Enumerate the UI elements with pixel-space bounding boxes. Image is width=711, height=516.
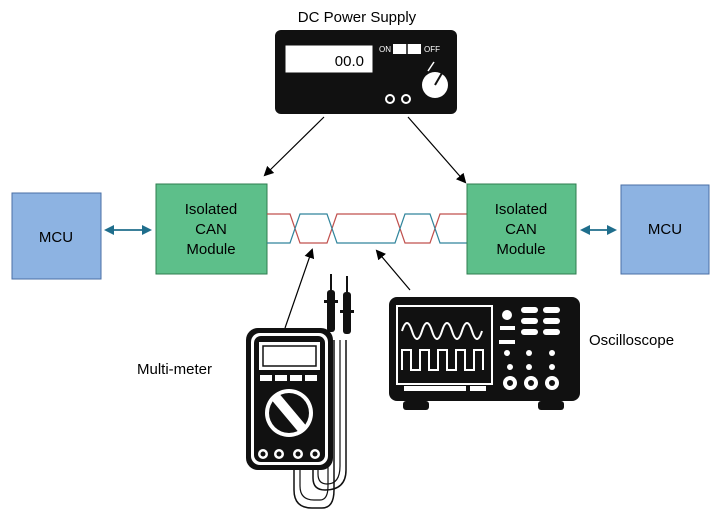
mcu-right: MCU (620, 184, 710, 275)
oscilloscope (389, 297, 580, 410)
oscilloscope-probe-arrow (375, 249, 411, 291)
mcu-right-label: MCU (648, 221, 682, 238)
probe-lead-black-inner (299, 340, 329, 501)
can-bus-blue-line (267, 213, 467, 244)
probe-lead-black (293, 340, 335, 509)
mcu-left-label: MCU (39, 229, 73, 246)
multimeter (246, 274, 354, 509)
can-module-right: Isolated CAN Module (466, 183, 577, 275)
oscilloscope-foot (403, 401, 429, 410)
multimeter-button (290, 375, 302, 381)
multimeter-button (260, 375, 272, 381)
probe-lead-red (312, 340, 347, 491)
power-arrow-left (263, 116, 325, 177)
power-supply-title: DC Power Supply (298, 9, 417, 26)
probe-tip-left (327, 290, 335, 332)
can-bus (267, 213, 467, 244)
switch-off-label: OFF (424, 45, 440, 54)
oscilloscope-square-trace (401, 349, 484, 371)
oscilloscope-label: Oscilloscope (589, 332, 674, 349)
can-module-left: Isolated CAN Module (155, 183, 268, 275)
oscilloscope-screen (396, 305, 493, 385)
oscilloscope-sine-trace (401, 322, 483, 340)
dc-power-supply: 00.0 ON OFF (275, 30, 457, 114)
multimeter-label: Multi-meter (137, 361, 212, 378)
multimeter-button (305, 375, 317, 381)
output-terminal (385, 94, 395, 104)
can-module-right-line3: Module (496, 241, 545, 258)
power-supply-display (285, 45, 373, 73)
power-arrow-right (407, 116, 467, 184)
can-module-left-line2: CAN (195, 221, 227, 238)
oscilloscope-foot (538, 401, 564, 410)
switch-on-label: ON (379, 45, 391, 54)
oscilloscope-knob (502, 310, 512, 320)
power-supply-display-value: 00.0 (335, 53, 364, 70)
can-module-right-line1: Isolated (495, 201, 548, 218)
can-bus-red-line (267, 213, 467, 244)
can-module-right-line2: CAN (505, 221, 537, 238)
can-module-left-line3: Module (186, 241, 235, 258)
multimeter-probe-arrow (284, 248, 315, 329)
output-terminal (401, 94, 411, 104)
mcu-left: MCU (11, 192, 102, 280)
multimeter-button (275, 375, 287, 381)
can-module-left-line1: Isolated (185, 201, 238, 218)
